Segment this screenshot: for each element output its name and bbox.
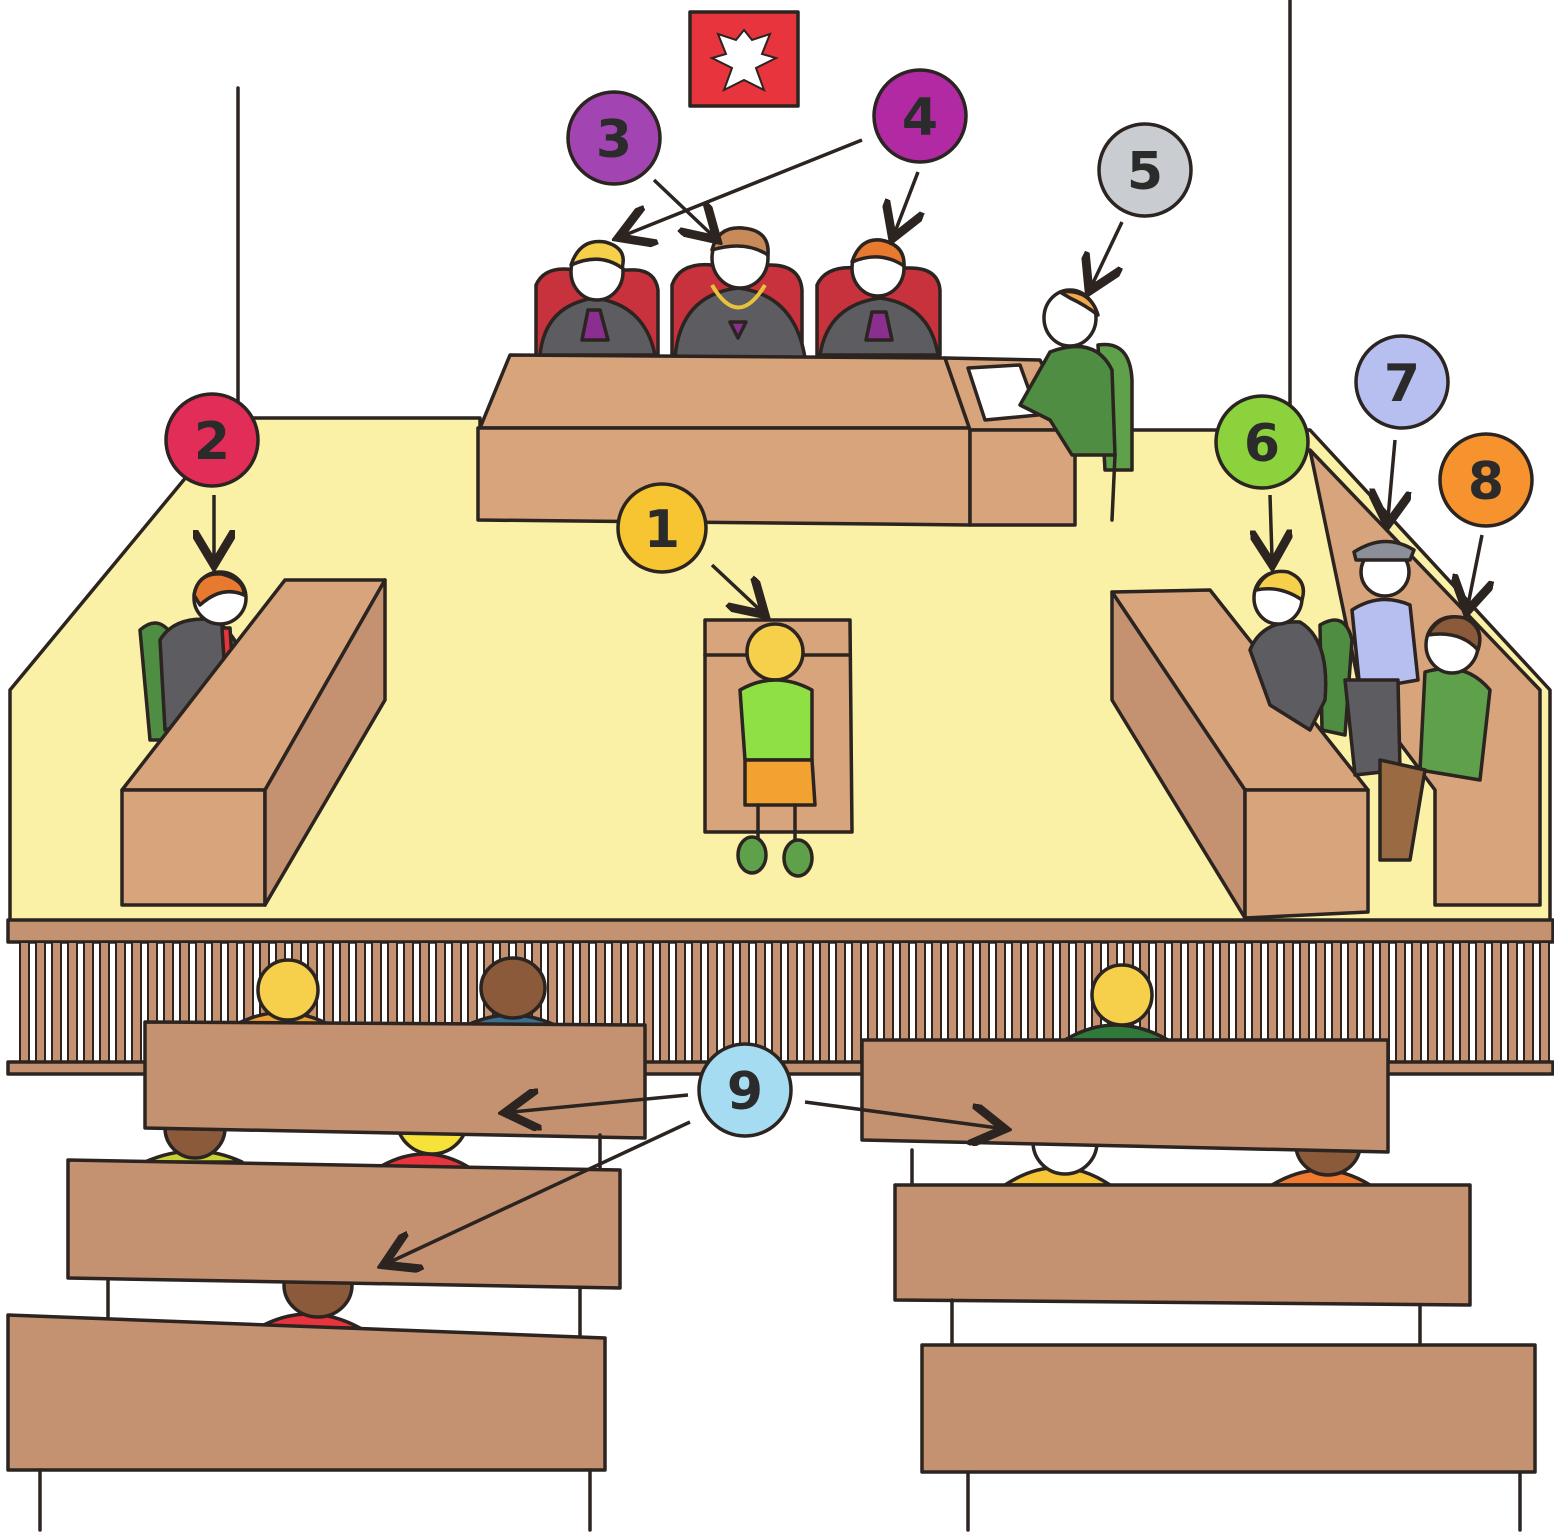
- railing-baluster: [68, 942, 77, 1062]
- svg-text:6: 6: [1244, 414, 1280, 474]
- railing-baluster: [1492, 942, 1501, 1062]
- railing-baluster: [36, 942, 45, 1062]
- arrow-4b: [895, 172, 918, 232]
- arrow-5: [1092, 222, 1122, 285]
- railing-baluster: [1476, 942, 1485, 1062]
- railing-baluster: [132, 942, 141, 1062]
- svg-text:4: 4: [902, 88, 938, 148]
- railing-baluster: [1460, 942, 1469, 1062]
- railing-baluster: [1412, 942, 1421, 1062]
- svg-text:1: 1: [644, 500, 680, 560]
- svg-text:7: 7: [1384, 354, 1420, 414]
- railing-baluster: [1508, 942, 1517, 1062]
- railing-baluster: [1444, 942, 1453, 1062]
- railing-baluster: [100, 942, 109, 1062]
- marker-5: 5: [1099, 124, 1191, 216]
- railing-baluster: [1396, 942, 1405, 1062]
- marker-2: 2: [166, 394, 258, 486]
- railing-baluster: [20, 942, 29, 1062]
- railing-baluster: [836, 942, 845, 1062]
- svg-text:8: 8: [1468, 452, 1504, 512]
- railing-baluster: [1540, 942, 1549, 1062]
- railing-baluster: [804, 942, 813, 1062]
- arrow-3: [654, 180, 712, 235]
- railing-baluster: [788, 942, 797, 1062]
- railing-baluster: [820, 942, 829, 1062]
- railing-baluster: [772, 942, 781, 1062]
- judges-bench: [478, 355, 970, 525]
- svg-text:3: 3: [596, 110, 632, 170]
- marker-7: 7: [1356, 336, 1448, 428]
- railing-baluster: [84, 942, 93, 1062]
- svg-text:9: 9: [727, 1062, 763, 1122]
- railing-baluster: [52, 942, 61, 1062]
- arrow-7: [1388, 440, 1395, 518]
- svg-text:5: 5: [1127, 142, 1163, 202]
- railing-baluster: [724, 942, 733, 1062]
- svg-text:2: 2: [194, 412, 230, 472]
- marker-8: 8: [1440, 434, 1532, 526]
- railing-baluster: [692, 942, 701, 1062]
- arrow-8: [1468, 535, 1482, 605]
- railing-baluster: [1428, 942, 1437, 1062]
- railing-baluster: [708, 942, 717, 1062]
- marker-1: 1: [618, 484, 706, 572]
- railing-baluster: [852, 942, 861, 1062]
- marker-9: 9: [699, 1044, 791, 1136]
- marker-3: 3: [568, 92, 660, 184]
- railing-baluster: [676, 942, 685, 1062]
- marker-6: 6: [1216, 396, 1308, 488]
- railing-baluster: [1524, 942, 1533, 1062]
- railing-baluster: [116, 942, 125, 1062]
- arrow-6: [1270, 495, 1272, 558]
- eagle-emblem-icon: [690, 12, 798, 106]
- railing-baluster: [660, 942, 669, 1062]
- marker-4: 4: [874, 70, 966, 162]
